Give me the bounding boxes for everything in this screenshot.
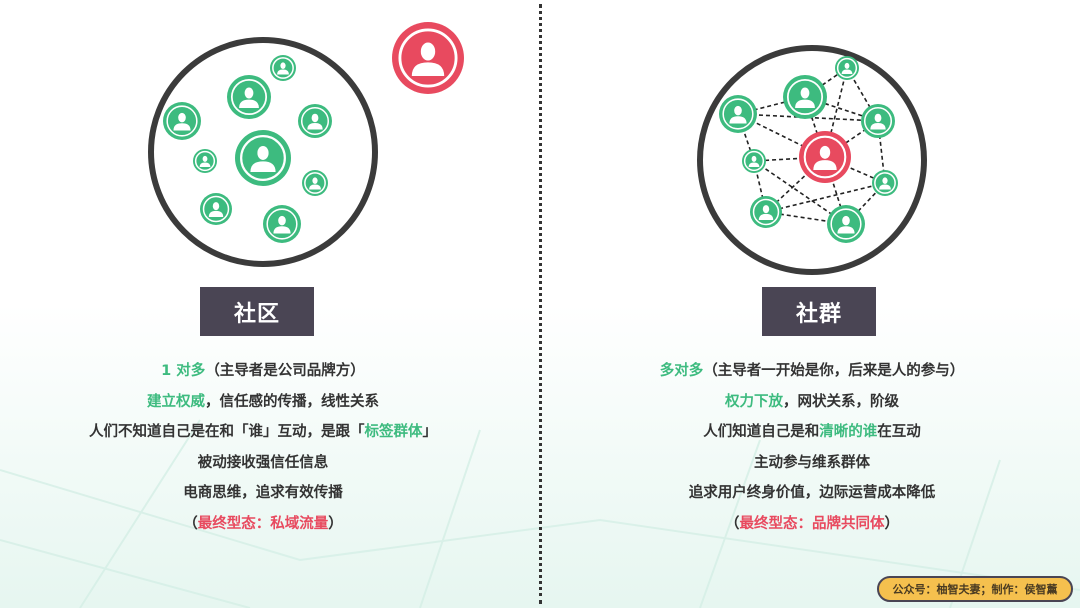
description-text: 标签群体 <box>364 424 423 440</box>
description-text: 人们知道自己是和 <box>703 424 820 440</box>
person-icon <box>298 104 332 138</box>
person-icon <box>193 149 217 173</box>
description-text: 多对多 <box>659 363 704 379</box>
description-text: 1 对多 <box>161 363 206 379</box>
description-line: （最终型态：私域流量） <box>3 509 523 540</box>
description-line: 主动参与维系群体 <box>552 448 1072 479</box>
description-line: （最终型态：品牌共同体） <box>552 509 1072 540</box>
description-text: ） <box>328 515 343 532</box>
person-icon <box>742 149 766 173</box>
description-text: 被动接收强信任信息 <box>197 454 329 471</box>
description-text: 在互动 <box>877 424 921 440</box>
person-icon <box>835 56 859 80</box>
description-text: （主导者是公司品牌方） <box>205 363 365 379</box>
group-description: 多对多（主导者一开始是你，后来是人的参与）权力下放，网状关系，阶级人们知道自己是… <box>552 356 1072 539</box>
description-text: ，网状关系，阶级 <box>783 393 899 410</box>
description-text: （主导者一开始是你，后来是人的参与） <box>703 363 965 379</box>
description-text: 建立权威 <box>147 393 205 410</box>
group-label: 社群 <box>762 287 876 336</box>
person-icon <box>163 102 201 140</box>
description-text: 追求用户终身价值，边际运营成本降低 <box>688 485 936 501</box>
person-icon <box>861 104 895 138</box>
person-icon <box>750 196 782 228</box>
description-text: （ <box>725 515 740 532</box>
description-text: 人们不知道自己是在和「谁」互动，是跟「 <box>89 424 365 440</box>
person-icon <box>799 131 851 183</box>
person-icon <box>719 95 757 133</box>
description-line: 建立权威，信任感的传播，线性关系 <box>3 387 523 418</box>
person-icon <box>783 75 827 119</box>
person-icon <box>827 205 865 243</box>
community-diagram <box>148 22 464 267</box>
description-text: 最终型态：私域流量 <box>197 515 329 532</box>
description-line: 人们不知道自己是在和「谁」互动，是跟「标签群体」 <box>3 417 523 448</box>
community-description: 1 对多（主导者是公司品牌方）建立权威，信任感的传播，线性关系人们不知道自己是在… <box>3 356 523 539</box>
group-network-diagram <box>697 45 927 275</box>
description-text: 权力下放 <box>725 393 783 410</box>
description-line: 被动接收强信任信息 <box>3 448 523 479</box>
description-text: ，信任感的传播，线性关系 <box>205 393 379 410</box>
description-line: 追求用户终身价值，边际运营成本降低 <box>552 478 1072 509</box>
description-line: 电商思维，追求有效传播 <box>3 478 523 509</box>
description-text: ） <box>884 515 900 532</box>
person-icon <box>392 22 464 94</box>
person-icon <box>235 130 291 186</box>
description-line: 多对多（主导者一开始是你，后来是人的参与） <box>552 356 1072 387</box>
person-icon <box>302 170 328 196</box>
description-line: 人们知道自己是和清晰的谁在互动 <box>552 417 1072 448</box>
section-divider <box>539 4 542 604</box>
person-icon <box>263 205 301 243</box>
person-icon <box>200 193 232 225</box>
description-line: 权力下放，网状关系，阶级 <box>552 387 1072 418</box>
description-text: 电商思维，追求有效传播 <box>183 485 343 501</box>
person-icon <box>270 55 296 81</box>
person-icon <box>227 75 271 119</box>
description-text: 最终型态：品牌共同体 <box>739 515 885 532</box>
description-line: 1 对多（主导者是公司品牌方） <box>3 356 523 387</box>
credit-badge: 公众号：柚智夫妻；制作：侯智薰 <box>877 576 1073 602</box>
description-text: 」 <box>422 424 438 440</box>
person-icon <box>872 170 898 196</box>
description-text: （ <box>183 515 198 532</box>
description-text: 主动参与维系群体 <box>754 454 870 471</box>
connection-line <box>824 67 848 158</box>
description-text: 清晰的谁 <box>819 424 878 440</box>
community-label: 社区 <box>200 287 314 336</box>
